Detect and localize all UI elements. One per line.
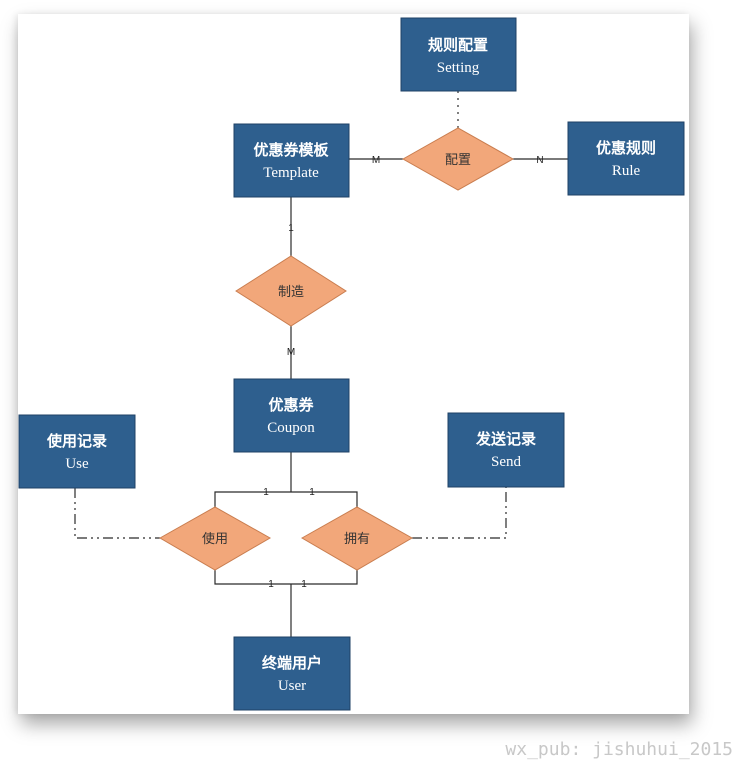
cardinality-config-rule: N (536, 155, 543, 166)
entity-user-cn: 终端用户 (262, 654, 322, 672)
entity-send-en: Send (491, 454, 522, 470)
entity-coupon[interactable]: 优惠券 Coupon (233, 378, 350, 453)
cardinality-template-config: M (372, 155, 380, 166)
cardinality-own-user: 1 (301, 579, 307, 590)
relationship-own-label: 拥有 (344, 532, 370, 547)
relationship-use-label: 使用 (202, 531, 228, 547)
entity-setting[interactable]: 规则配置 Setting (400, 17, 517, 92)
entity-template-en: Template (263, 165, 319, 181)
relationship-make[interactable]: 制造 (235, 255, 347, 327)
entity-rule-en: Rule (612, 163, 641, 179)
relationship-config[interactable]: 配置 (401, 127, 515, 191)
entity-coupon-cn: 优惠券 (268, 396, 314, 414)
entity-use-en: Use (65, 456, 89, 472)
entity-user[interactable]: 终端用户 User (233, 636, 351, 711)
relationship-own[interactable]: 拥有 (300, 506, 414, 571)
cardinality-template-make: 1 (288, 223, 294, 234)
relationship-config-label: 配置 (445, 153, 471, 168)
connector-use-record (74, 488, 160, 539)
entity-template-cn: 优惠券模板 (253, 141, 329, 159)
entity-rule[interactable]: 优惠规则 Rule (567, 121, 685, 196)
entity-send[interactable]: 发送记录 Send (447, 412, 565, 488)
entity-template[interactable]: 优惠券模板 Template (233, 123, 350, 198)
entity-setting-en: Setting (437, 60, 480, 76)
entity-use[interactable]: 使用记录 Use (18, 414, 136, 489)
cardinality-coupon-use: 1 (263, 487, 269, 498)
cardinality-coupon-own: 1 (309, 487, 315, 498)
entity-coupon-en: Coupon (267, 420, 315, 436)
entity-send-cn: 发送记录 (475, 430, 536, 448)
entity-use-cn: 使用记录 (46, 432, 107, 450)
relationship-use[interactable]: 使用 (158, 506, 272, 571)
watermark-text: wx_pub: jishuhui_2015 (505, 739, 733, 760)
connector-send-record (412, 487, 507, 539)
connector-branch-top (214, 491, 358, 507)
connector-branch-bottom (214, 570, 358, 585)
relationship-make-label: 制造 (278, 285, 304, 300)
cardinality-make-coupon: M (287, 347, 295, 358)
entity-setting-cn: 规则配置 (428, 36, 488, 54)
entity-rule-cn: 优惠规则 (596, 139, 656, 157)
entity-user-en: User (278, 678, 306, 694)
cardinality-use-user: 1 (268, 579, 274, 590)
